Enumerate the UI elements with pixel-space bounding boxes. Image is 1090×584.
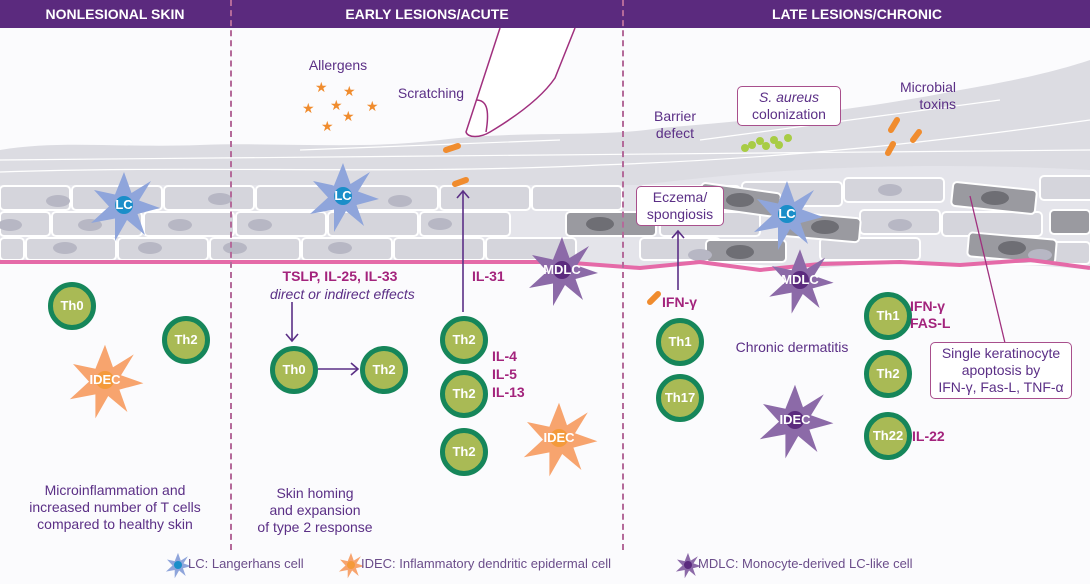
t-cell-th0: Th0 xyxy=(270,346,318,394)
t-cell-th17: Th17 xyxy=(656,374,704,422)
basement-membrane xyxy=(0,257,1090,273)
svg-text:★: ★ xyxy=(342,108,355,124)
early-caption: Skin homing and expansion of type 2 resp… xyxy=(257,485,373,535)
stratum-corneum xyxy=(0,60,1090,200)
svg-text:★: ★ xyxy=(343,83,356,99)
svg-text:★: ★ xyxy=(321,118,334,134)
scratching-label: Scratching xyxy=(397,85,465,101)
section-divider-2 xyxy=(622,0,624,550)
svg-text:★: ★ xyxy=(302,100,315,116)
t-cell-th2: Th2 xyxy=(864,350,912,398)
lc-label: LC xyxy=(778,206,796,221)
legend-idec: IDEC: Inflammatory dendritic epidermal c… xyxy=(361,556,611,571)
s-aureus-box: S. aureus colonization xyxy=(737,86,841,126)
t-cell-th2: Th2 xyxy=(360,346,408,394)
idec-label: IDEC xyxy=(779,412,811,427)
header-bar xyxy=(0,0,1090,28)
il31-label: IL-31 xyxy=(472,268,505,284)
il5-label: IL-5 xyxy=(492,366,517,382)
eczema-spongiosis-box: Eczema/ spongiosis xyxy=(636,186,724,226)
il4-label: IL-4 xyxy=(492,348,517,364)
microbial-toxins-label: Microbial toxins xyxy=(899,79,956,112)
t-cell-th22: Th22 xyxy=(864,412,912,460)
idec-label: IDEC xyxy=(89,372,121,387)
allergens-label: Allergens xyxy=(308,57,368,73)
section-title-nonlesional: NONLESIONAL SKIN xyxy=(45,6,185,22)
effects-label: direct or indirect effects xyxy=(270,286,415,302)
section-divider-1 xyxy=(230,0,232,550)
legend-mdlc: MDLC: Monocyte-derived LC-like cell xyxy=(698,556,913,571)
il13-label: IL-13 xyxy=(492,384,525,400)
allergen-icons: ★★★★★★★ xyxy=(302,79,379,134)
toxin-rods xyxy=(443,117,922,305)
mdlc-label: MDLC xyxy=(543,262,581,277)
chronic-dermatitis-label: Chronic dermatitis xyxy=(735,339,849,355)
ifn-gamma-label: IFN-γ xyxy=(662,294,697,310)
t-cell-th0: Th0 xyxy=(48,282,96,330)
damaged-nuclei xyxy=(586,191,1026,259)
lc-label: LC xyxy=(115,197,133,212)
t-cell-th1: Th1 xyxy=(656,318,704,366)
t-cell-th2: Th2 xyxy=(440,316,488,364)
barrier-defect-label: Barrier defect xyxy=(653,108,696,141)
il22-label: IL-22 xyxy=(912,428,945,444)
t-cell-th2: Th2 xyxy=(440,428,488,476)
t-cell-th2: Th2 xyxy=(162,316,210,364)
finger-icon xyxy=(465,27,576,138)
arrows xyxy=(285,189,685,376)
s-aureus-cluster xyxy=(741,134,792,152)
nonlesional-caption: Microinflammation and increased number o… xyxy=(29,482,201,532)
idec-label: IDEC xyxy=(543,430,575,445)
nuclei xyxy=(0,184,1052,261)
ifn-gamma-label: IFN-γ xyxy=(910,298,945,314)
apoptosis-box: Single keratinocyte apoptosis by IFN-γ, … xyxy=(930,342,1072,399)
section-title-late: LATE LESIONS/CHRONIC xyxy=(771,6,943,22)
mdlc-label: MDLC xyxy=(781,272,819,287)
svg-text:★: ★ xyxy=(330,97,343,113)
t-cell-th2: Th2 xyxy=(440,370,488,418)
lc-label: LC xyxy=(334,188,352,203)
t-cell-th1: Th1 xyxy=(864,292,912,340)
section-title-early: EARLY LESIONS/ACUTE xyxy=(345,6,509,22)
svg-text:★: ★ xyxy=(366,98,379,114)
svg-text:★: ★ xyxy=(315,79,328,95)
apoptosis-pointer xyxy=(969,195,1006,344)
legend-lc: LC: Langerhans cell xyxy=(188,556,304,571)
fasl-label: FAS-L xyxy=(910,315,951,331)
tslp-cytokines: TSLP, IL-25, IL-33 xyxy=(282,268,398,284)
